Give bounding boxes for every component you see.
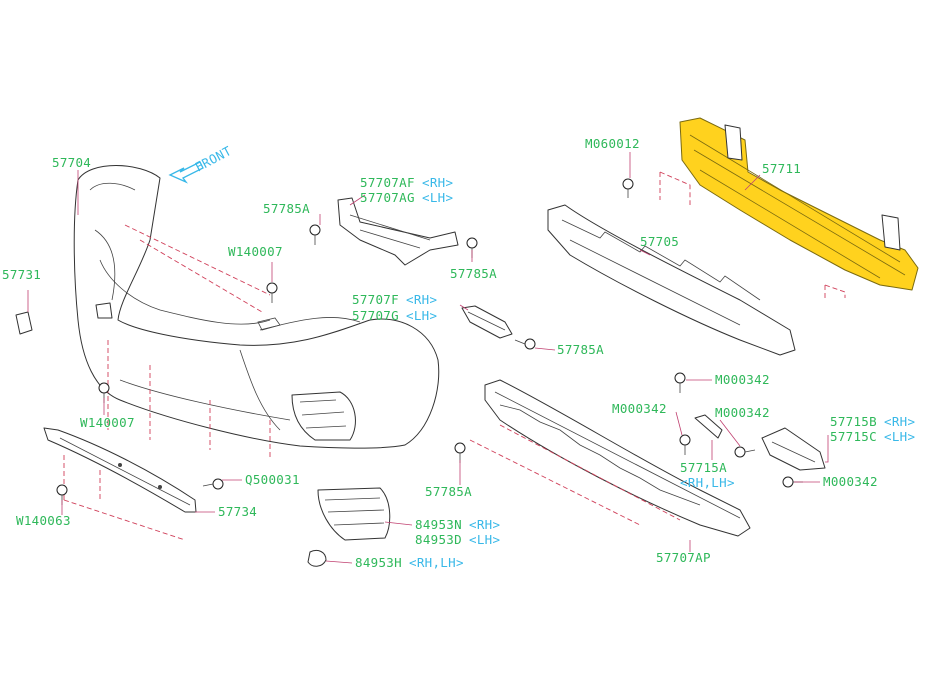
label-57734: 57734: [218, 504, 257, 519]
label-57705: 57705: [640, 234, 679, 249]
label-57711: 57711: [762, 161, 801, 176]
label-84953d: 84953D: [415, 532, 462, 547]
energy-absorber: [547, 204, 796, 356]
label-57707af-side: <RH>: [422, 175, 453, 190]
label-57707af: 57707AF: [360, 175, 415, 190]
label-57785a-1: 57785A: [263, 201, 310, 216]
label-57785a-2: 57785A: [450, 266, 497, 281]
label-57707g-side: <LH>: [406, 308, 437, 323]
bumper-beam-highlighted: [679, 117, 919, 291]
label-q500031: Q500031: [245, 472, 300, 487]
label-84953d-side: <LH>: [469, 532, 500, 547]
lower-bumper-beam: [484, 379, 751, 537]
label-57707f: 57707F: [352, 292, 399, 307]
label-57707f-side: <RH>: [406, 292, 437, 307]
label-w140063: W140063: [16, 513, 71, 528]
label-57707ag: 57707AG: [360, 190, 415, 205]
side-bracket-upper: [337, 197, 459, 266]
label-84953n-side: <RH>: [469, 517, 500, 532]
label-57704: 57704: [52, 155, 91, 170]
side-bracket-lower: [461, 305, 513, 339]
label-57715b: 57715B: [830, 414, 877, 429]
label-57707g: 57707G: [352, 308, 399, 323]
lower-stiffener: [43, 427, 197, 513]
leader-lines: [61, 152, 829, 564]
clip-57731: [15, 311, 33, 335]
label-57707ag-side: <LH>: [422, 190, 453, 205]
fasteners: [56, 178, 803, 505]
label-57715a-side: <RH,LH>: [680, 475, 735, 490]
label-57715c-side: <LH>: [884, 429, 915, 444]
bracket-57715a: [694, 414, 723, 439]
fog-lamp-cover: [307, 487, 391, 567]
label-57715c: 57715C: [830, 429, 877, 444]
front-label: FRONT: [192, 143, 234, 175]
label-m000342-1: M000342: [715, 372, 770, 387]
label-m000342-3: M000342: [715, 405, 770, 420]
label-57785a-3: 57785A: [557, 342, 604, 357]
label-m060012: M060012: [585, 136, 640, 151]
front-arrow: FRONT: [168, 143, 234, 184]
label-w140007-2: W140007: [80, 415, 135, 430]
label-84953h-side: <RH,LH>: [409, 555, 464, 570]
label-57785a-4: 57785A: [425, 484, 472, 499]
label-57715b-side: <RH>: [884, 414, 915, 429]
bumper-cover: [73, 165, 440, 449]
label-84953n: 84953N: [415, 517, 462, 532]
label-m000342-2: M000342: [612, 401, 667, 416]
bracket-57715b: [761, 427, 826, 471]
label-57731: 57731: [2, 267, 41, 282]
label-w140007-1: W140007: [228, 244, 283, 259]
label-m000342-4: M000342: [823, 474, 878, 489]
label-84953h: 84953H: [355, 555, 402, 570]
label-57715a: 57715A: [680, 460, 727, 475]
label-57707ap: 57707AP: [656, 550, 711, 565]
